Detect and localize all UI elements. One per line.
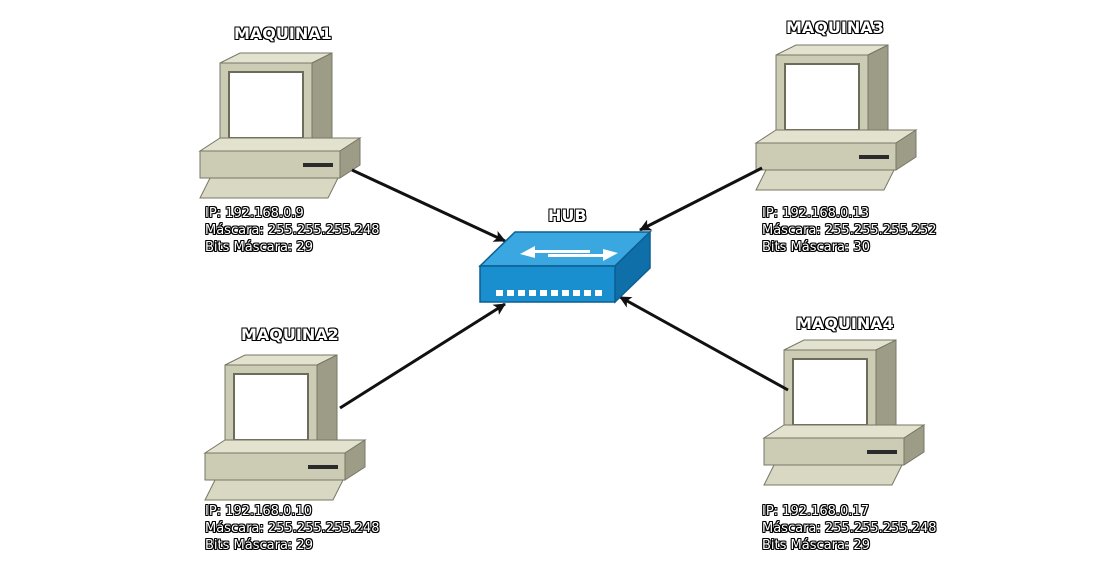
maquina3-title: MAQUINA3 [786,18,884,37]
hub-icon [478,230,652,304]
computer-icon-maquina4 [763,339,925,486]
computer-icon-maquina3 [755,44,917,191]
maquina3-info: IP: 192.168.0.13 Máscara: 255.255.255.25… [762,205,937,256]
arrow-maquina3-hub [639,166,763,232]
maquina3-bits: Bits Máscara: 30 [762,240,870,255]
maquina1-mask: Máscara: 255.255.255.248 [205,223,380,238]
computer-icon-maquina1 [199,52,361,199]
arrow-maquina1-hub [351,168,506,243]
computer-icon-maquina2 [204,354,366,501]
maquina2-ip: IP: 192.168.0.10 [205,504,313,519]
maquina4-ip: IP: 192.168.0.17 [762,504,870,519]
maquina1-ip: IP: 192.168.0.9 [205,206,304,221]
maquina1-bits: Bits Máscara: 29 [205,240,313,255]
maquina1-title: MAQUINA1 [234,24,332,43]
maquina4-mask: Máscara: 255.255.255.248 [762,521,937,536]
maquina4-title: MAQUINA4 [796,314,894,333]
maquina2-info: IP: 192.168.0.10 Máscara: 255.255.255.24… [205,503,380,554]
maquina1-info: IP: 192.168.0.9 Máscara: 255.255.255.248… [205,205,380,256]
maquina2-mask: Máscara: 255.255.255.248 [205,521,380,536]
maquina3-mask: Máscara: 255.255.255.252 [762,223,937,238]
arrow-maquina4-hub [619,295,789,392]
maquina3-ip: IP: 192.168.0.13 [762,206,870,221]
maquina2-bits: Bits Máscara: 29 [205,538,313,553]
maquina4-bits: Bits Máscara: 29 [762,538,870,553]
hub-label: HUB [548,206,587,225]
maquina2-title: MAQUINA2 [241,325,339,344]
maquina4-info: IP: 192.168.0.17 Máscara: 255.255.255.24… [762,503,937,554]
arrow-maquina2-hub [339,302,506,410]
